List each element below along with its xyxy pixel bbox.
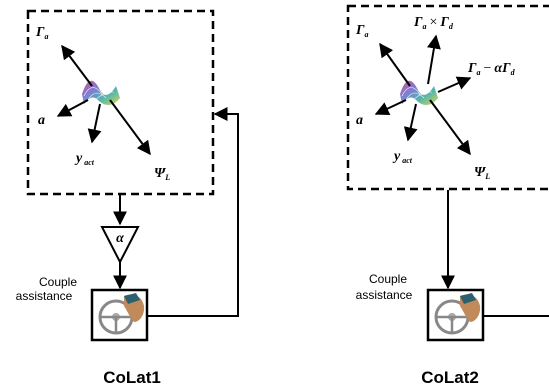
gain-alpha-symbol: α: [116, 231, 124, 246]
arrow-a: [56, 99, 89, 117]
colat2-model-box: [346, 4, 549, 191]
arrow-y-act: [403, 103, 418, 142]
colat2-couple-label-1: Couple: [369, 272, 407, 286]
arrow-psi-l: [109, 99, 151, 156]
colat1-model-box: [26, 9, 215, 196]
arrow-gamma-a: [379, 42, 411, 87]
colat1-couple-label-1: Couple: [39, 275, 77, 289]
colat1-couple-label-2: assistance: [16, 289, 73, 303]
arrow-psi-l: [429, 99, 471, 156]
colat2-couple-label-2: assistance: [356, 288, 413, 302]
label-a: a: [38, 113, 45, 128]
colat1-caption: CoLat1: [103, 368, 161, 387]
colat1-feedback-line: [147, 107, 239, 317]
label-gamma-a: Γa: [35, 25, 48, 41]
label-psi-l: ΨL: [474, 165, 490, 181]
gain-alpha-block: [100, 226, 140, 265]
steering-wheel-icon: [434, 299, 470, 335]
colat2-caption: CoLat2: [421, 368, 479, 387]
surface-plot-icon: [82, 80, 120, 105]
colat1-steering-block: [90, 288, 149, 342]
arrow-gamma-difference: [437, 76, 472, 93]
colat2-steering-block: [426, 288, 485, 342]
arrow-y-act: [87, 103, 102, 144]
label-gamma-a: Γa: [355, 23, 368, 39]
hand-icon: [124, 293, 145, 322]
label-gamma-product: Γa×Γd: [413, 15, 454, 31]
arrow-gamma-a: [61, 44, 93, 87]
label-a: a: [356, 113, 363, 128]
label-psi-l: ΨL: [154, 166, 170, 182]
hand-icon: [460, 293, 481, 322]
label-gamma-difference: Γa−αΓd: [467, 61, 516, 77]
surface-plot-icon: [400, 80, 438, 105]
arrow-gamma-product: [427, 34, 441, 85]
arrow-a: [374, 99, 407, 116]
